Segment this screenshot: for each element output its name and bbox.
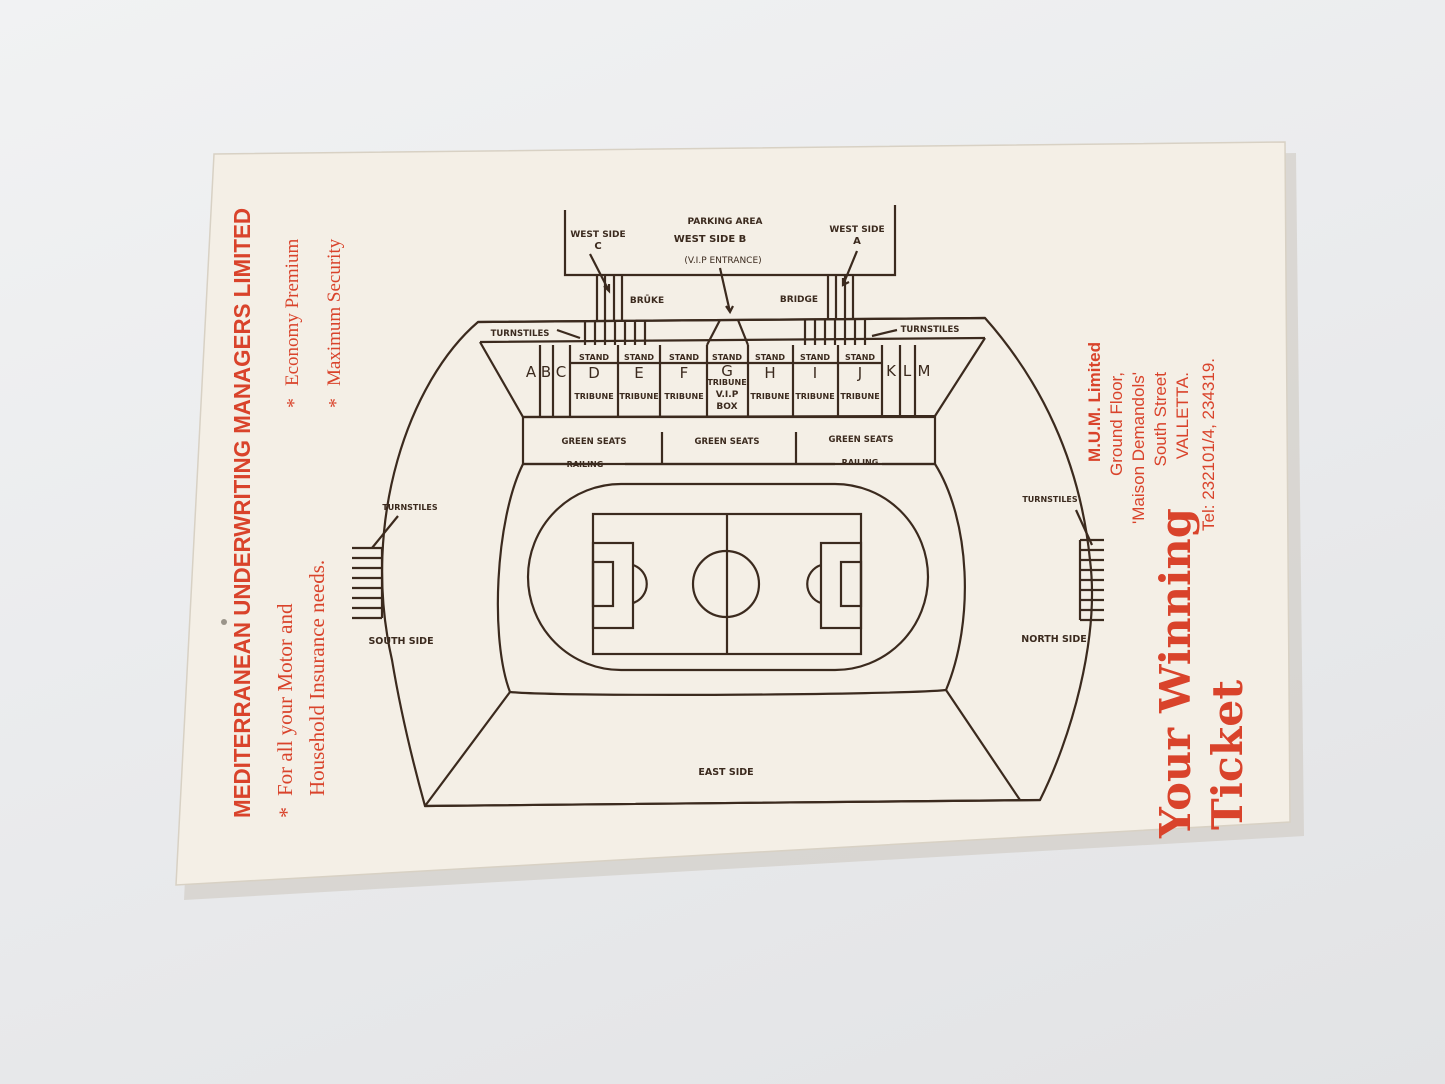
stand-j: STAND <box>845 353 875 362</box>
stand-d: STAND <box>579 353 609 362</box>
bullet-3: Maximum Security <box>324 238 345 386</box>
slogan: Your Winning Ticket <box>1151 508 1252 839</box>
bullet-2: Economy Premium <box>282 239 303 386</box>
section-l: L <box>903 362 912 380</box>
turnstiles-south-gates <box>352 546 384 620</box>
vip-box-label-2: BOX <box>716 402 737 412</box>
north-side-label: NORTH SIDE <box>1021 634 1086 645</box>
railing-label-2: RAILING <box>842 458 879 467</box>
vip-box-label-1: V.I.P <box>716 390 739 400</box>
section-e: E <box>634 364 643 382</box>
section-d: D <box>588 364 600 382</box>
east-stand-lines <box>424 689 1041 808</box>
turnstiles-north-gates <box>1078 538 1104 622</box>
section-i: I <box>813 364 817 382</box>
arrow-b <box>718 267 734 315</box>
bruke-label: BRŪKE <box>630 295 664 306</box>
bridge-right <box>826 275 855 320</box>
turnstiles-right-gates <box>803 320 867 345</box>
grandstand-dividers <box>538 345 917 417</box>
green-seats-2: GREEN SEATS <box>695 437 760 447</box>
vip-entrance-label: (V.I.P ENTRANCE) <box>684 256 761 266</box>
section-f: F <box>680 364 689 382</box>
green-seats-3: GREEN SEATS <box>829 435 894 445</box>
west-side-a-label-1: WEST SIDE <box>829 225 884 235</box>
section-j: J <box>857 364 862 382</box>
stand-g: STAND <box>712 353 742 362</box>
section-m: M <box>918 362 931 380</box>
turnstile-band <box>477 316 986 344</box>
turnstiles-south-arrow <box>371 515 399 549</box>
stand-e: STAND <box>624 353 654 362</box>
railing-label-1: RAILING <box>567 460 604 469</box>
west-side-c-label-1: WEST SIDE <box>570 230 625 240</box>
tribune-f: TRIBUNE <box>664 392 703 401</box>
turnstiles-south-label: TURNSTILES <box>382 503 438 512</box>
section-k: K <box>886 362 897 380</box>
left-advert: MEDITERRANEAN UNDERWRITING MANAGERS LIMI… <box>229 208 347 818</box>
tribune-d: TRIBUNE <box>574 392 613 401</box>
slogan-line-1: Your Winning <box>1151 508 1200 839</box>
green-seats-dividers <box>660 432 798 464</box>
south-side-label: SOUTH SIDE <box>368 636 433 647</box>
stand-f: STAND <box>669 353 699 362</box>
stand-i: STAND <box>800 353 830 362</box>
turnstiles-right-arrow <box>871 328 898 338</box>
penalty-arc-left <box>632 563 648 605</box>
section-c: C <box>556 363 566 381</box>
turnstiles-left-arrow <box>556 328 581 340</box>
inner-bowl <box>496 463 966 696</box>
turnstiles-north-label: TURNSTILES <box>1022 495 1078 504</box>
goal-box-left <box>591 560 615 608</box>
turnstiles-left-gates <box>583 320 647 345</box>
tribune-h: TRIBUNE <box>750 392 789 401</box>
green-seats-1: GREEN SEATS <box>562 437 627 447</box>
penalty-arc-right <box>806 563 822 605</box>
west-side-b-label: WEST SIDE B <box>674 234 747 245</box>
bullet-symbol-3: * <box>325 398 347 408</box>
tribune-g: TRIBUNE <box>707 378 746 387</box>
vip-entrance-gate <box>706 319 750 346</box>
arrow-a <box>841 250 859 287</box>
right-address: M.U.M. Limited Ground Floor, 'Maison Dem… <box>1085 342 1218 531</box>
centre-circle <box>691 549 761 619</box>
address-phone: Tel: 232101/4, 234319. <box>1199 358 1218 531</box>
bruke-bridge <box>595 275 624 320</box>
company-name: MEDITERRANEAN UNDERWRITING MANAGERS LIMI… <box>229 208 255 818</box>
west-side-a-label-2: A <box>853 236 861 247</box>
tribune-e: TRIBUNE <box>619 392 658 401</box>
section-g: G <box>721 362 733 380</box>
address-line-1: Ground Floor, <box>1107 372 1126 476</box>
section-a: A <box>526 363 537 381</box>
bullet-1-line-1: For all your Motor and <box>273 603 297 796</box>
east-side-label: EAST SIDE <box>698 767 753 778</box>
bullet-symbol-1: * <box>274 807 299 818</box>
address-line-2: 'Maison Demandols' <box>1129 372 1148 524</box>
slogan-line-2: Ticket <box>1203 679 1252 830</box>
bullet-1-line-2: Household Insurance needs. <box>305 560 329 796</box>
parking-area-label: PARKING AREA <box>687 217 762 227</box>
turnstiles-left-label: TURNSTILES <box>491 329 550 339</box>
athletics-track <box>526 482 930 672</box>
stadium-map: PARKING AREA WEST SIDE C WEST SIDE B (V.… <box>352 205 1104 808</box>
address-name: M.U.M. Limited <box>1085 342 1104 462</box>
address-line-4: VALLETTA. <box>1173 372 1192 459</box>
arrow-c <box>589 253 611 294</box>
punch-hole <box>221 619 227 625</box>
bullet-symbol-2: * <box>283 398 305 408</box>
bridge-label: BRIDGE <box>780 295 818 305</box>
tribune-i: TRIBUNE <box>795 392 834 401</box>
stand-h: STAND <box>755 353 785 362</box>
parking-area-outline <box>563 205 897 277</box>
west-side-c-label-2: C <box>594 241 601 252</box>
turnstiles-right-label: TURNSTILES <box>901 325 960 335</box>
section-h: H <box>764 364 775 382</box>
address-line-3: South Street <box>1151 372 1170 467</box>
tribune-j: TRIBUNE <box>840 392 879 401</box>
goal-box-right <box>839 560 863 608</box>
section-b: B <box>541 363 551 381</box>
